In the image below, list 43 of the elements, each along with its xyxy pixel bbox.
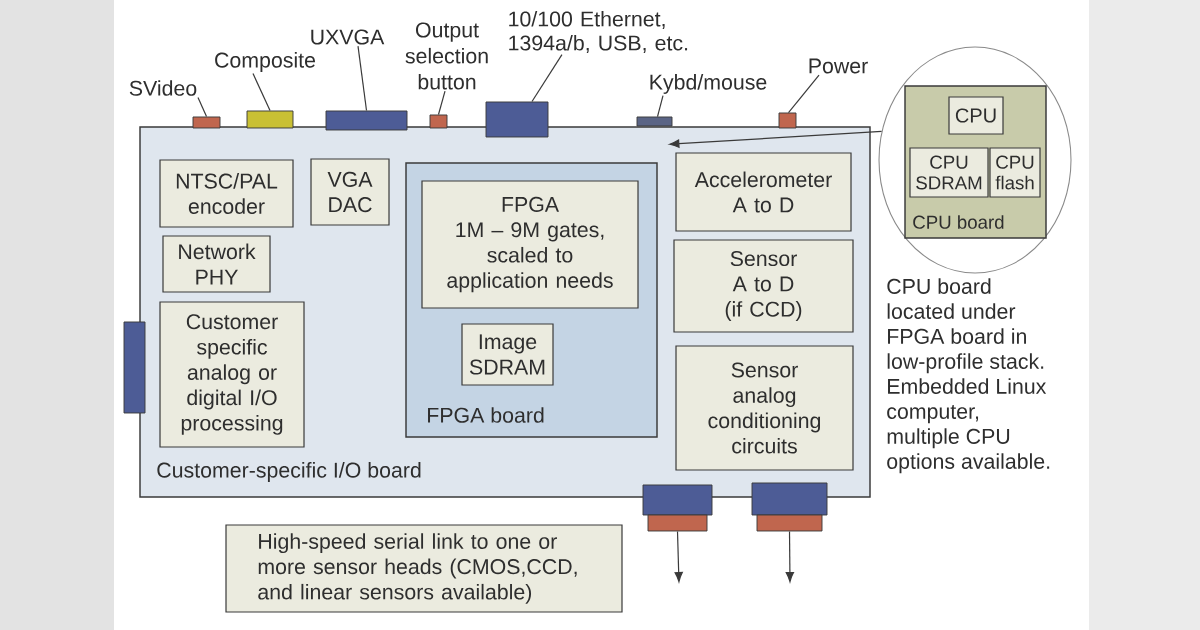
arrow	[674, 530, 683, 583]
leader-line	[437, 90, 446, 116]
leader-line	[197, 96, 208, 118]
component-box: NTSC/PAL encoder	[159, 159, 294, 228]
component-box: FPGA 1M – 9M gates, scaled to application needs	[421, 180, 639, 309]
leader-line	[787, 74, 820, 114]
connector	[429, 114, 448, 129]
connector-label: Output selection button	[405, 22, 488, 90]
leader-line	[656, 94, 664, 118]
component-box: Accelerometer A to D	[675, 152, 852, 232]
connector-label: Composite	[215, 52, 316, 72]
leader-line	[357, 45, 368, 112]
component-box: Image SDRAM	[461, 323, 554, 386]
component-box: CPU SDRAM	[909, 147, 989, 198]
component-box: Network PHY	[162, 235, 271, 293]
arrow	[669, 130, 883, 148]
connector-label: 10/100 Ethernet, 1394a/b, USB, etc.	[509, 10, 688, 54]
connector	[123, 321, 146, 414]
arrow	[785, 530, 795, 583]
connector-label: Kybd/mouse	[650, 74, 767, 94]
connector-label: Power	[809, 58, 868, 74]
connector	[751, 482, 828, 516]
component-box: CPU flash	[989, 147, 1041, 198]
caption-text: CPU board located under FPGA board in low-profile stack. Embedded Linux computer, multiple CPU options available.	[887, 278, 1050, 474]
connector-label: SVideo	[129, 80, 197, 96]
connector	[778, 112, 797, 129]
connector	[636, 116, 673, 127]
leader-line	[252, 72, 271, 112]
note-box: High-speed serial link to one or more sensor heads (CMOS,CCD, and linear sensors available)	[225, 524, 623, 613]
component-box: CPU	[948, 96, 1004, 135]
connector	[485, 101, 549, 138]
connector	[325, 110, 408, 131]
component-box: VGA DAC	[310, 158, 390, 226]
connector	[647, 514, 708, 532]
component-box: Sensor A to D (if CCD)	[673, 239, 854, 333]
connector	[756, 514, 823, 532]
connector	[192, 116, 221, 129]
component-box: Sensor analog conditioning circuits	[675, 345, 854, 471]
leader-line	[531, 54, 563, 103]
component-box: Customer specific analog or digital I/O processing	[159, 301, 305, 448]
connector	[642, 484, 713, 516]
connector	[246, 110, 294, 129]
connector-label: UXVGA	[311, 29, 385, 45]
